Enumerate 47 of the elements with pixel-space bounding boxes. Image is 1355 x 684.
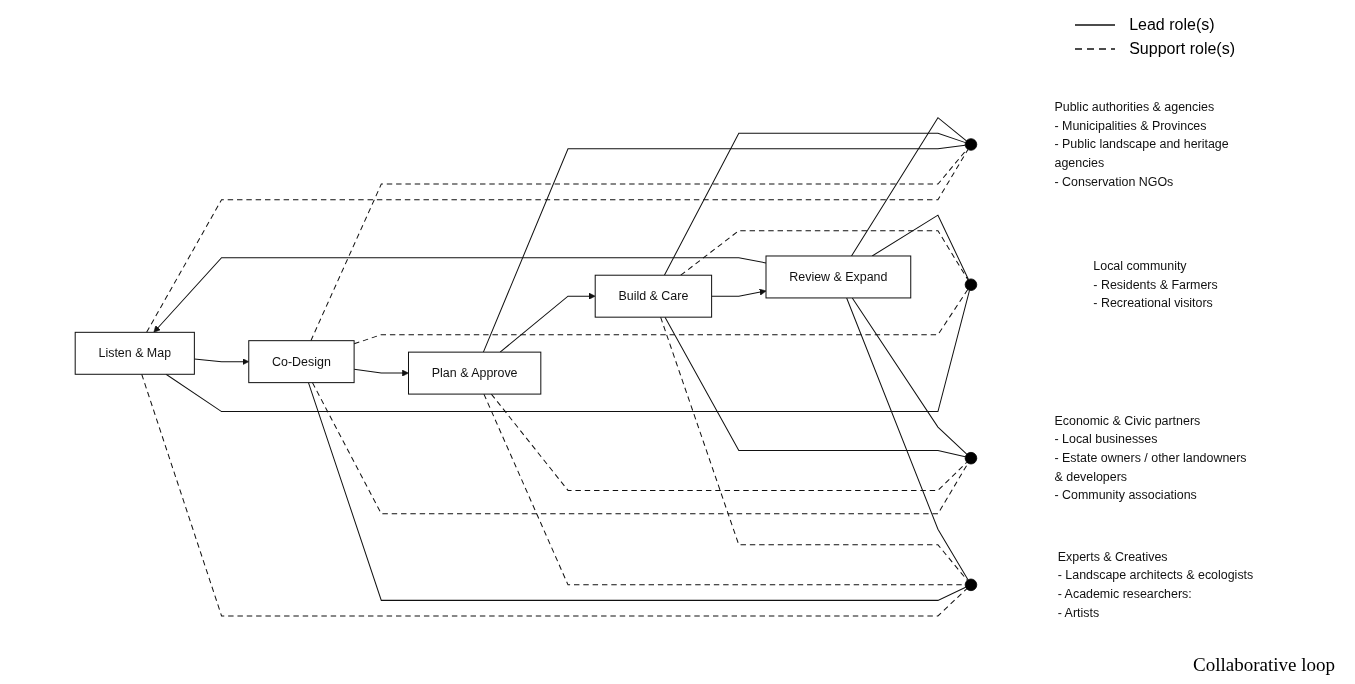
node-box: Co-Design: [248, 340, 355, 384]
node-circle: [964, 451, 978, 465]
connector: [660, 316, 968, 581]
connector: [146, 149, 969, 333]
node-label: Experts & Creatives: [1057, 549, 1168, 564]
node-label: - Conservation NGOs: [1054, 174, 1174, 188]
connector: [490, 393, 968, 491]
node-label: - Recreational visitors: [1093, 296, 1213, 310]
caption: Collaborative loop: [1193, 654, 1335, 676]
arrow: [711, 288, 767, 297]
connector: [846, 297, 969, 581]
node-box: Plan & Approve: [408, 351, 542, 395]
connector: [680, 230, 969, 281]
connector: [664, 316, 966, 458]
node-label: Public authorities & agencies: [1054, 100, 1215, 114]
connector: [663, 132, 966, 276]
node-label: - Landscape architects & ecologists: [1057, 568, 1254, 582]
node-circle: [964, 138, 978, 151]
node-label: - Residents & Farmers: [1093, 277, 1218, 291]
node-label: - Municipalities & Provinces: [1054, 118, 1207, 133]
connector: [851, 116, 967, 257]
node-label: - Academic researchers:: [1057, 587, 1192, 601]
node-circle: [964, 578, 978, 592]
arrow: [153, 257, 767, 333]
node-label: - Estate owners / other landowners & developers: [1054, 451, 1247, 484]
node-box: Listen & Map: [74, 331, 195, 375]
node-label: - Artists: [1057, 605, 1100, 620]
connector: [311, 382, 969, 515]
node-label: - Local businesses: [1054, 432, 1158, 446]
legend-label: Support role(s): [1129, 40, 1235, 58]
connector: [483, 393, 966, 586]
node-label: - Public landscape and heritage agencies: [1054, 137, 1229, 170]
connector: [851, 297, 968, 455]
legend-label: Lead role(s): [1129, 16, 1215, 34]
connector: [310, 148, 968, 342]
node-label: Economic & Civic partners: [1054, 413, 1201, 428]
arrow: [499, 292, 596, 353]
connector: [871, 214, 969, 280]
node-label: - Community associations: [1054, 488, 1197, 502]
connector: [307, 382, 967, 601]
node-box: Build & Care: [594, 274, 713, 318]
connector: [165, 289, 970, 413]
node-box: Review & Expand: [765, 255, 912, 299]
connector: [482, 144, 966, 353]
connector: [141, 373, 968, 617]
node-circle: [964, 278, 978, 291]
node-label: Local community: [1093, 259, 1187, 273]
